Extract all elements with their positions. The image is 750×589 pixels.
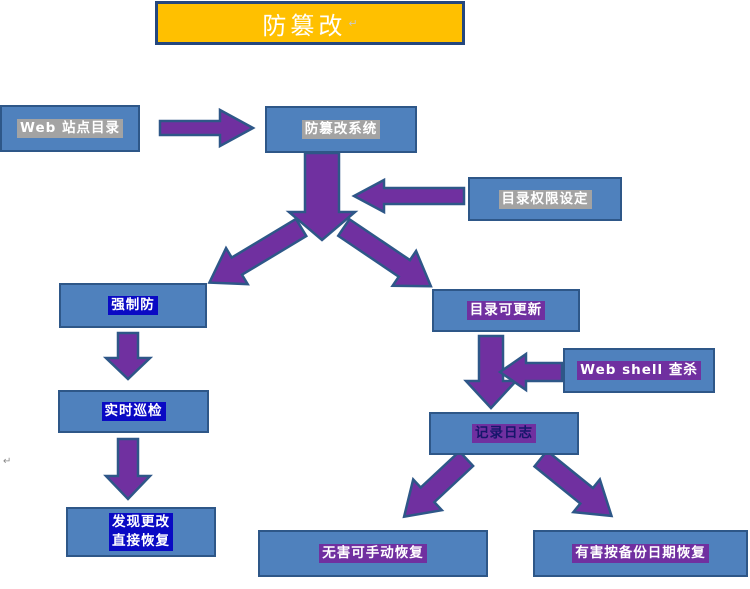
node-label: 实时巡检 [101, 402, 166, 421]
node-realtime-inspection[interactable]: 实时巡检 [58, 390, 209, 433]
node-label-line2: 直接恢复 [109, 532, 173, 551]
arrow-force-to-realtime[interactable] [102, 331, 154, 382]
paragraph-return-mark: ↵ [3, 456, 12, 467]
node-harmful-backup-restore[interactable]: 有害按备份日期恢复 [533, 530, 748, 577]
arrow-system-down[interactable] [285, 151, 359, 242]
node-label: 防篡改系统 [301, 120, 381, 139]
node-record-log[interactable]: 记录日志 [429, 412, 579, 455]
page-title: 防篡改 [262, 11, 347, 40]
arrow-log-to-harmful[interactable] [526, 440, 628, 535]
node-webshell-scan[interactable]: Web shell 查杀 [563, 348, 715, 393]
arrow-to-dir-update[interactable] [330, 208, 445, 307]
node-label: 有害按备份日期恢复 [572, 544, 709, 563]
return-mark-icon: ↵ [348, 16, 358, 30]
node-anti-tamper-system[interactable]: 防篡改系统 [265, 106, 417, 153]
node-force-protect[interactable]: 强制防 [59, 283, 207, 328]
arrow-log-to-harmless[interactable] [387, 441, 483, 535]
arrow-webdir-to-system[interactable] [158, 106, 256, 150]
node-label: 无害可手动恢复 [319, 544, 427, 563]
arrow-realtime-to-found[interactable] [103, 437, 153, 502]
title-banner[interactable]: 防篡改 ↵ [155, 1, 465, 45]
node-label: 目录权限设定 [498, 189, 592, 209]
node-found-change-restore[interactable]: 发现更改 直接恢复 [66, 507, 216, 557]
node-label-line1: 发现更改 [109, 513, 173, 532]
node-web-site-directory[interactable]: Web 站点目录 [0, 105, 140, 152]
arrow-dirperm-to-system[interactable] [351, 177, 466, 215]
node-label: Web 站点目录 [17, 119, 123, 138]
node-directory-updatable[interactable]: 目录可更新 [432, 289, 580, 332]
node-label: 目录可更新 [466, 301, 546, 320]
node-label: 强制防 [108, 296, 158, 315]
node-harmless-manual-restore[interactable]: 无害可手动恢复 [258, 530, 488, 577]
arrow-dirupdate-to-log[interactable] [463, 334, 519, 411]
arrow-webshell-to-log[interactable] [497, 351, 564, 393]
node-directory-permission[interactable]: 目录权限设定 [468, 177, 622, 221]
node-label: 记录日志 [472, 424, 536, 443]
arrow-to-force-protect[interactable] [196, 207, 314, 303]
node-label: Web shell 查杀 [577, 361, 701, 380]
